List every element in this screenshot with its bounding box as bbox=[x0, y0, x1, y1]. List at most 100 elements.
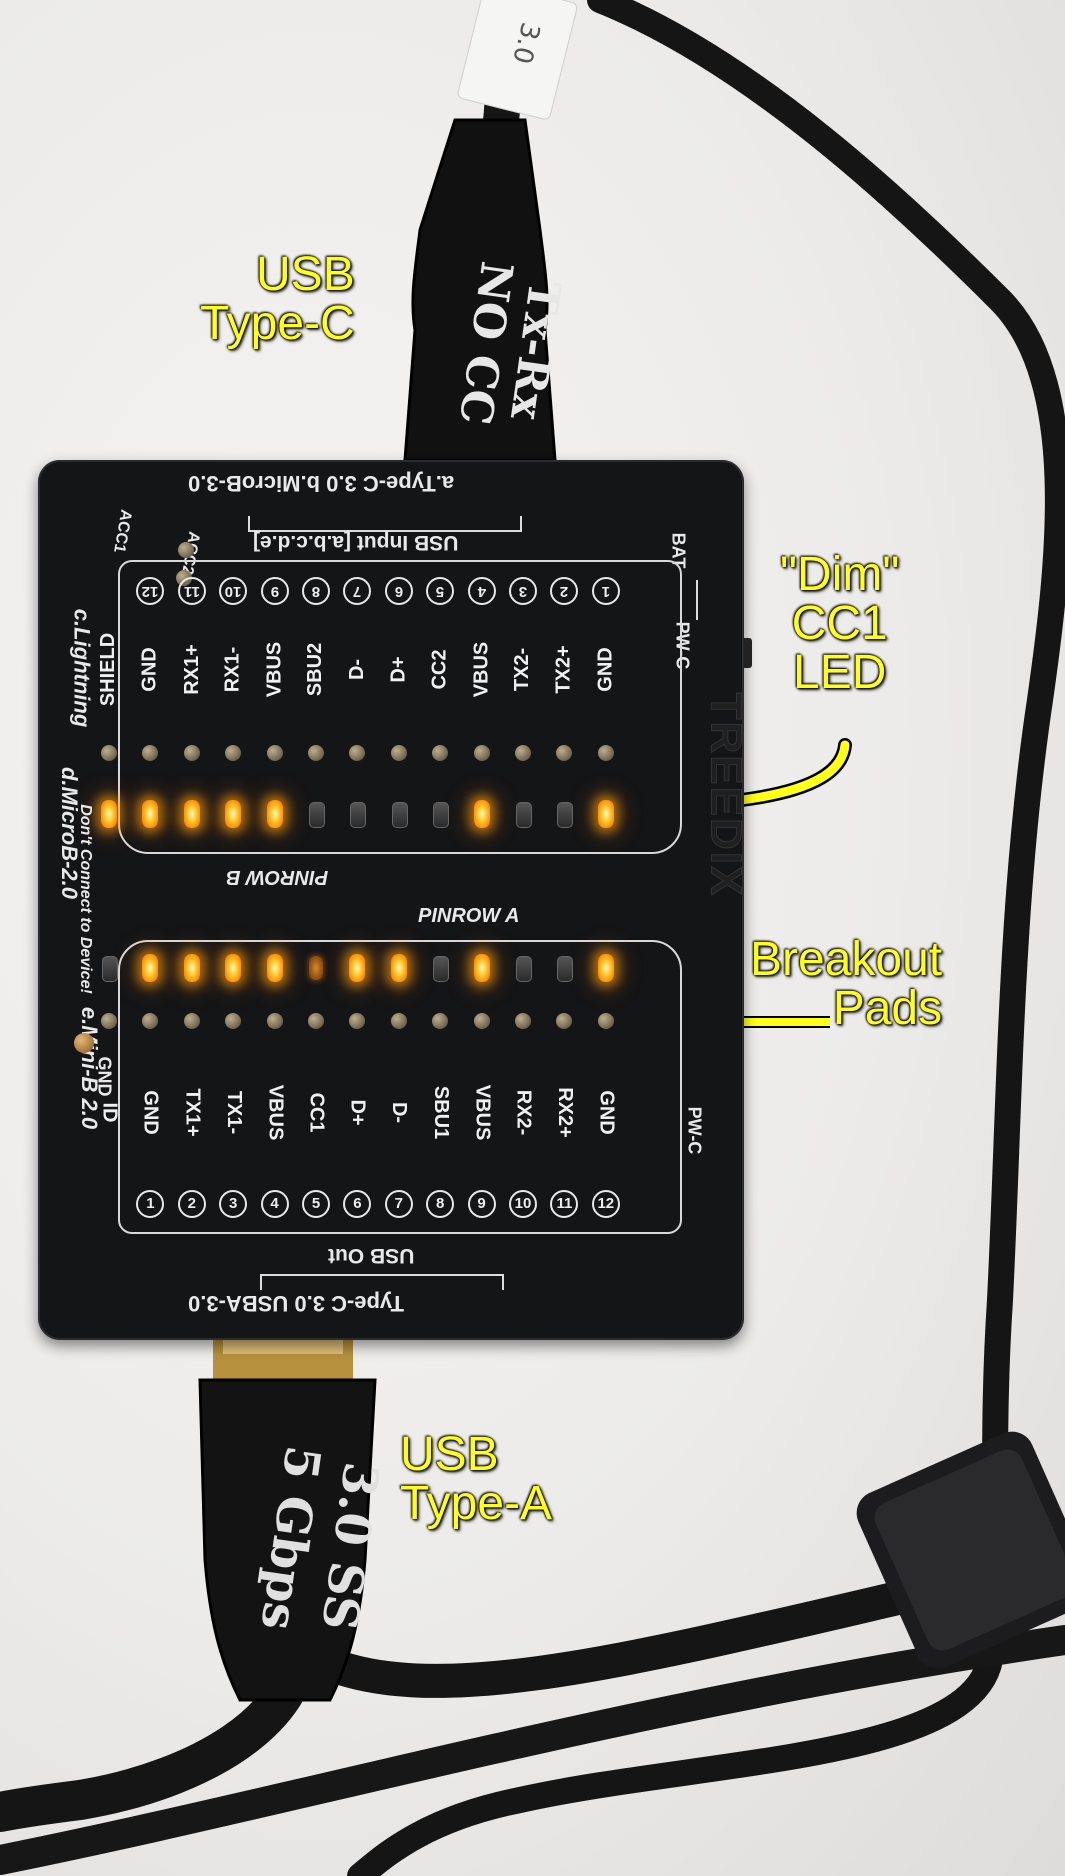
cable-lower-run-3 bbox=[0, 1625, 1065, 1875]
breakout-callout-line1: Breakout bbox=[750, 933, 943, 986]
pinrow-b-pin-number-10: 10 bbox=[219, 577, 248, 605]
pinrow-a-breakout-pad-10[interactable] bbox=[473, 1013, 490, 1029]
pwc-side-label: PW-C bbox=[684, 1106, 705, 1155]
pinrow-a-label-text-5: VBUS bbox=[264, 1084, 287, 1140]
pinrow-b-breakout-pad-11[interactable] bbox=[183, 745, 200, 761]
pinrow-b-breakout-pad-3[interactable] bbox=[515, 745, 531, 761]
pinrow-a-label-text-2: GND bbox=[139, 1089, 162, 1135]
pinrow-b-label-text-5: CC2 bbox=[428, 648, 451, 690]
pinrow-a-breakout-pad-3[interactable] bbox=[183, 1013, 200, 1029]
usb-type-c-callout-line1: USB bbox=[256, 248, 355, 301]
pinrow-a-pin-number-11: 11 bbox=[550, 1190, 579, 1218]
pinrow-b-breakout-pad-9[interactable] bbox=[266, 745, 283, 761]
pinrow-a-label-text-11: RX2- bbox=[512, 1089, 535, 1135]
gnd-side-pad bbox=[74, 1033, 94, 1053]
acc2-pad bbox=[176, 570, 192, 586]
pinrow-b-led-10 bbox=[225, 800, 242, 828]
pinrow-a-breakout-pad-7[interactable] bbox=[349, 1013, 366, 1029]
pinrow-b-label-5: CC2 bbox=[422, 607, 458, 731]
pinrow-a-outline bbox=[118, 940, 682, 1234]
pinrow-b-label: PINROW B bbox=[226, 866, 329, 888]
pinrow-a-label-text-10: VBUS bbox=[471, 1084, 494, 1140]
usb-out-label: USB Out bbox=[328, 1244, 415, 1267]
pinrow-a-breakout-pad-2[interactable] bbox=[142, 1013, 159, 1029]
breakout-callout-line2: Pads bbox=[832, 982, 943, 1035]
pinrow-b-label-text-3: TX2- bbox=[511, 647, 534, 691]
acc1-pad bbox=[178, 542, 194, 558]
pinrow-b-label-2: TX2+ bbox=[546, 607, 582, 731]
pinrow-a-label-text-9: SBU1 bbox=[429, 1085, 452, 1139]
pinrow-a-breakout-pad-4[interactable] bbox=[225, 1013, 242, 1029]
pinrow-b-breakout-pad-2[interactable] bbox=[556, 745, 573, 761]
pinrow-a-breakout-pad-6[interactable] bbox=[308, 1013, 324, 1029]
pinrow-b-led-12 bbox=[142, 800, 159, 828]
pinrow-b-breakout-pad-8[interactable] bbox=[308, 745, 324, 761]
pinrow-b-pin-number-5: 5 bbox=[426, 577, 455, 605]
pinrow-b-breakout-pad-12[interactable] bbox=[142, 745, 159, 761]
pinrow-a-breakout-pad-1[interactable] bbox=[101, 1013, 117, 1029]
pinrow-b-label-text-1: GND bbox=[594, 646, 617, 692]
pinrow-a-led-3 bbox=[183, 954, 200, 982]
pinrow-a-breakout-pad-12[interactable] bbox=[556, 1013, 573, 1029]
pinrow-a-label-text-7: D+ bbox=[346, 1098, 369, 1126]
pinrow-b-pin-number-8: 8 bbox=[302, 577, 330, 605]
pinrow-b-label-text-4: VBUS bbox=[470, 641, 493, 697]
pinrow-b-label-text-8: SBU2 bbox=[304, 642, 327, 696]
pinrow-a-label-5: VBUS bbox=[257, 1050, 293, 1174]
pinrow-a-label-text-6: CC1 bbox=[305, 1091, 328, 1133]
pinrow-a-pin-number-3: 3 bbox=[219, 1190, 248, 1218]
pinrow-b-led-4 bbox=[473, 800, 490, 828]
pinrow-a-breakout-pad-9[interactable] bbox=[432, 1013, 449, 1029]
pinrow-b-led-5 bbox=[433, 802, 450, 828]
pinrow-a-label-10: VBUS bbox=[464, 1050, 500, 1174]
pinrow-b-label-text-10: RX1- bbox=[221, 646, 244, 692]
pinrow-b-label-text-6: D+ bbox=[387, 655, 410, 683]
pinrow-b-pin-number-4: 4 bbox=[467, 577, 496, 605]
pinrow-a-pin-number-10: 10 bbox=[509, 1190, 537, 1218]
pinrow-b-label-text-11: RX1+ bbox=[180, 643, 203, 695]
pinrow-a-label-12: RX2+ bbox=[546, 1050, 582, 1174]
pinrow-a-label-8: D- bbox=[381, 1050, 417, 1174]
pinrow-a-pin-number-9: 9 bbox=[467, 1190, 496, 1218]
pinrow-b-breakout-pad-4[interactable] bbox=[473, 745, 490, 761]
breakout-pads-callout: Breakout Pads bbox=[750, 935, 942, 1033]
pinrow-b-label-text-7: D- bbox=[345, 658, 368, 680]
pinrow-a-breakout-pad-13[interactable] bbox=[597, 1013, 614, 1029]
pinrow-a-breakout-pad-5[interactable] bbox=[266, 1013, 283, 1029]
pinrow-a-pin-number-2: 2 bbox=[177, 1190, 206, 1218]
pinrow-b-label-8: SBU2 bbox=[298, 607, 334, 731]
pinrow-a-label-13: GND bbox=[588, 1050, 624, 1174]
pinrow-b-label-9: VBUS bbox=[257, 607, 293, 731]
pinrow-b-label-1: GND bbox=[588, 607, 624, 731]
pinrow-a-led-13 bbox=[597, 954, 614, 982]
pinrow-b-breakout-pad-10[interactable] bbox=[225, 745, 242, 761]
pinrow-b-outline bbox=[118, 560, 682, 854]
pinrow-b-label-7: D- bbox=[339, 607, 375, 731]
pinrow-b-breakout-pad-7[interactable] bbox=[349, 745, 366, 761]
pinrow-a-led-5 bbox=[266, 954, 283, 982]
usb-c-cable-markings: Tx-Rx NO CC bbox=[399, 248, 571, 437]
pinrow-a-breakout-pad-8[interactable] bbox=[390, 1013, 407, 1029]
pinrow-a-pin-number-8: 8 bbox=[426, 1190, 455, 1218]
pinrow-b-label-12: GND bbox=[132, 607, 168, 731]
usb-a-metal-highlight bbox=[223, 1340, 343, 1354]
usb-type-a-callout-line2: Type-A bbox=[400, 1477, 553, 1530]
pinrow-b-breakout-pad-1[interactable] bbox=[597, 745, 614, 761]
pinrow-b-label-13: SHIELD bbox=[91, 607, 127, 731]
pinrow-a-pin-number-1: 1 bbox=[136, 1190, 165, 1218]
pinrow-b-led-9 bbox=[266, 800, 283, 828]
output-connector-types: Type-C 3.0 USBA-3.0 bbox=[188, 1291, 404, 1316]
pinrow-b-pin-number-1: 1 bbox=[591, 577, 620, 605]
pinrow-a-led-7 bbox=[349, 954, 366, 982]
side-switch-tab bbox=[744, 638, 752, 668]
pinrow-a-label-text-3: TX1+ bbox=[181, 1087, 204, 1137]
pinrow-b-breakout-pad-5[interactable] bbox=[432, 745, 449, 761]
pinrow-b-breakout-pad-6[interactable] bbox=[390, 745, 407, 761]
pinrow-a-breakout-pad-11[interactable] bbox=[515, 1013, 531, 1029]
pinrow-b-led-7 bbox=[350, 802, 367, 828]
pinrow-a-label-2: GND bbox=[132, 1050, 168, 1174]
pinrow-a-label-9: SBU1 bbox=[422, 1050, 458, 1174]
pinrow-b-label-4: VBUS bbox=[464, 607, 500, 731]
pinrow-b-breakout-pad-13[interactable] bbox=[101, 745, 117, 761]
pinrow-b-led-1 bbox=[597, 800, 614, 828]
